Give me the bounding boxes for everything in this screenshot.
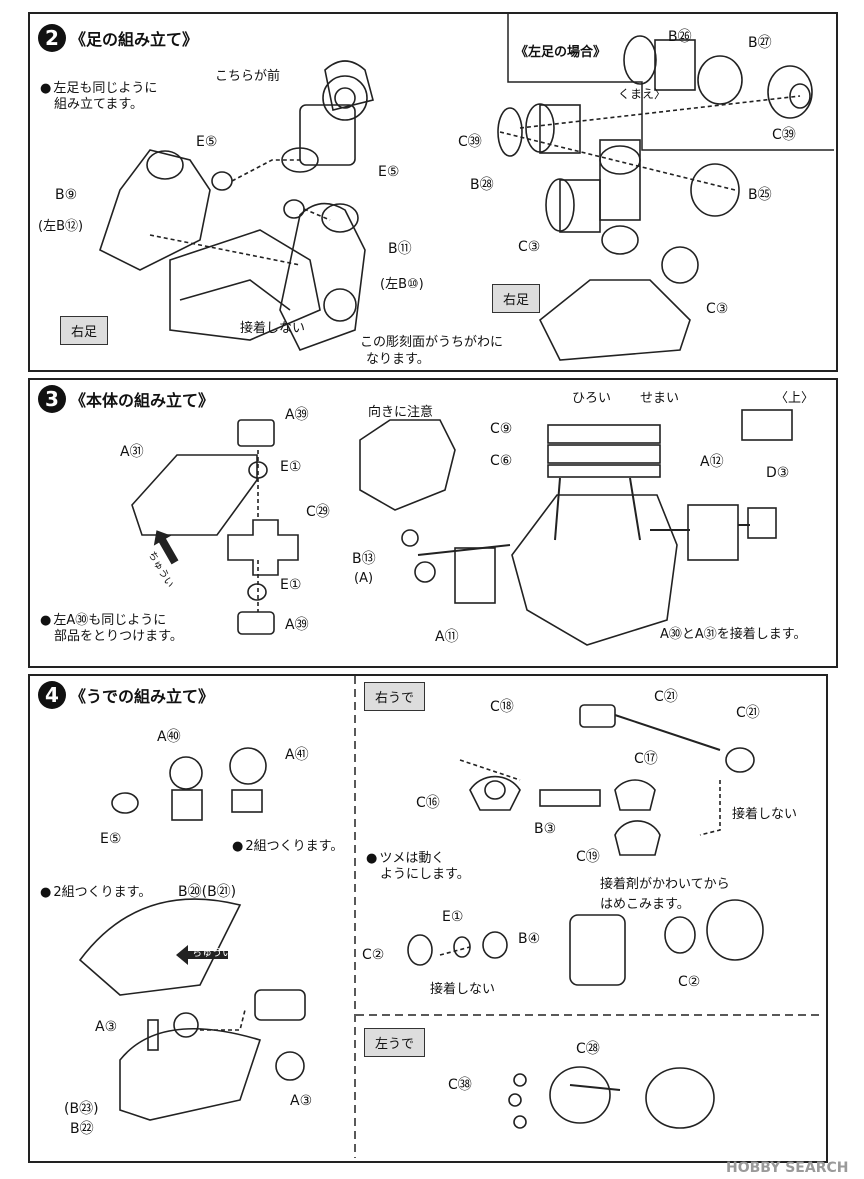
step4-make-two-b: 2組つくります。: [40, 886, 151, 899]
left-arm-c28: C㉘: [576, 1041, 600, 1057]
step3-part-a31: A㉛: [120, 444, 144, 460]
step2-no-glue: 接着しない: [240, 321, 306, 336]
step2-left-c39: C㊴: [772, 127, 796, 143]
step2-right-c39: C㊴: [458, 134, 482, 150]
step3-glue-note: A㉚とA㉛を接着します。: [660, 627, 807, 642]
step4-caution: ちゅうい: [192, 948, 232, 959]
step4-part-b20: B⑳(B㉑): [178, 884, 237, 900]
right-arm-no-glue: 接着しない: [732, 807, 798, 822]
step3-part-d3: D③: [766, 465, 790, 481]
right-arm-c18: C⑱: [490, 699, 514, 715]
step4-part-lb23: (B㉓): [64, 1101, 99, 1117]
step2-part-lb10: (左B⑩): [380, 277, 424, 292]
step2-engrave-line1: この彫刻面がうちがわに: [360, 335, 504, 350]
step2-tag-right-leg-a: 右足: [60, 316, 109, 345]
step2-number: 2: [38, 24, 66, 52]
step3-part-c6: C⑥: [490, 453, 513, 469]
step2-right-b28: B㉘: [470, 177, 494, 193]
step4-part-a41: A㊶: [285, 747, 309, 763]
step3-part-e1b: E①: [280, 577, 302, 593]
right-arm-c21a: C㉑: [654, 689, 678, 705]
right-arm-dry-line1: 接着剤がかわいてから: [600, 877, 730, 892]
step2-note-line1: 左足も同じように: [40, 82, 157, 95]
right-arm-claw-line2: ようにします。: [380, 867, 470, 882]
right-arm-c19: C⑲: [576, 849, 600, 865]
step3-note-line2: 部品をとりつけます。: [54, 629, 183, 644]
step3-part-a12: A⑫: [700, 454, 724, 470]
right-arm-c21b: C㉑: [736, 705, 760, 721]
step4-part-b22: B㉒: [70, 1121, 94, 1137]
right-arm-c17: C⑰: [634, 751, 658, 767]
right-arm-no-glue2: 接着しない: [430, 982, 496, 997]
step3-up: 〈上〉: [775, 391, 815, 406]
step4-heading: 4 《うでの組み立て》: [38, 681, 214, 709]
step2-part-lb12: (左B⑫): [38, 219, 84, 234]
step4-frame: [28, 674, 828, 1163]
step4-make-two-a: 2組つくります。: [232, 840, 343, 853]
right-arm-c16: C⑯: [416, 795, 440, 811]
step3-part-e1a: E①: [280, 459, 302, 475]
step2-title: 《足の組み立て》: [70, 30, 199, 49]
step2-engrave-line2: なります。: [366, 352, 430, 367]
step2-part-b9: B⑨: [55, 187, 78, 203]
step4-number: 4: [38, 681, 66, 709]
step2-frame: [28, 12, 838, 372]
right-arm-claw-line1: ツメは動く: [366, 852, 444, 865]
step3-wide: ひろい: [572, 391, 612, 406]
step3-orientation-note: 向きに注意: [368, 405, 434, 420]
left-arm-c38: C㊳: [448, 1077, 472, 1093]
step4-part-a3a: A③: [95, 1019, 118, 1035]
step3-heading: 3 《本体の組み立て》: [38, 385, 214, 413]
step3-narrow: せまい: [640, 391, 680, 406]
right-arm-c2a: C②: [362, 947, 385, 963]
step4-title: 《うでの組み立て》: [70, 687, 215, 706]
step2-left-front: くまえ〉: [618, 87, 667, 101]
step2-right-b25: B㉕: [748, 187, 772, 203]
step3-part-a39a: A㊴: [285, 407, 309, 423]
step2-heading: 2 《足の組み立て》: [38, 24, 198, 52]
step2-left-case-title: 《左足の場合》: [515, 45, 607, 60]
step2-left-b26: B㉖: [668, 29, 692, 45]
right-arm-b4: B④: [518, 931, 541, 947]
step4-part-a40: A㊵: [157, 729, 181, 745]
step3-part-c9: C⑨: [490, 421, 513, 437]
step2-note-line2: 組み立てます。: [54, 97, 144, 112]
step3-part-a39b: A㊴: [285, 617, 309, 633]
step2-part-e5a: E⑤: [196, 134, 218, 150]
right-arm-b3: B③: [534, 821, 557, 837]
watermark: HOBBY SEARCH: [726, 1160, 849, 1176]
step3-part-a-paren: (A): [354, 571, 374, 586]
step2-left-b27: B㉗: [748, 35, 772, 51]
step2-part-b11: B⑪: [388, 241, 412, 257]
step2-right-c3b: C③: [706, 301, 729, 317]
step3-frame: [28, 378, 838, 668]
step3-title: 《本体の組み立て》: [70, 391, 215, 410]
step3-number: 3: [38, 385, 66, 413]
step2-tag-right-leg-b: 右足: [492, 284, 541, 313]
step4-part-a3b: A③: [290, 1093, 313, 1109]
step3-part-b13: B⑬: [352, 551, 376, 567]
step4-tag-right-arm: 右うで: [364, 682, 426, 711]
step2-right-c3a: C③: [518, 239, 541, 255]
step2-part-e5b: E⑤: [378, 164, 400, 180]
step2-front-label: こちらが前: [215, 69, 281, 84]
step3-note-line1: 左A㉚も同じように: [40, 614, 166, 627]
right-arm-e1: E①: [442, 909, 464, 925]
step4-tag-left-arm: 左うで: [364, 1028, 426, 1057]
step3-part-a11: A⑪: [435, 629, 459, 645]
step4-part-e5: E⑤: [100, 831, 122, 847]
right-arm-c2b: C②: [678, 974, 701, 990]
right-arm-dry-line2: はめこみます。: [600, 897, 690, 912]
step3-part-c29: C㉙: [306, 504, 330, 520]
